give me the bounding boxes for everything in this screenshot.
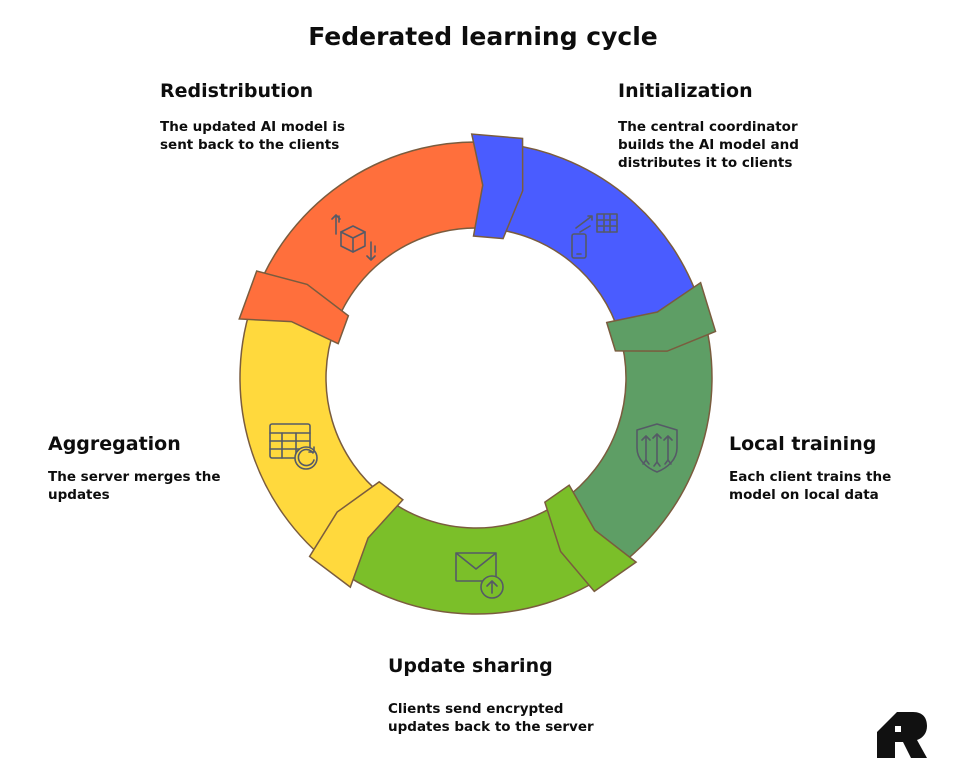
table-refresh-icon xyxy=(269,423,318,470)
connector-tab-local-training xyxy=(605,281,717,352)
brand-logo xyxy=(877,712,927,758)
step-description-initialization: The central coordinator builds the AI mo… xyxy=(618,119,799,171)
step-description-local-training: Each client trains the model on local da… xyxy=(729,469,892,503)
step-title-local-training: Local training xyxy=(729,433,877,455)
devices-sync-icon xyxy=(571,213,618,259)
envelope-upload-icon xyxy=(455,552,504,599)
diagram-title: Federated learning cycle xyxy=(308,22,658,51)
step-description-update-sharing: Clients send encrypted updates back to t… xyxy=(388,701,594,735)
step-description-aggregation: The server merges the updates xyxy=(48,469,221,503)
step-title-aggregation: Aggregation xyxy=(48,433,181,455)
step-title-initialization: Initialization xyxy=(618,80,753,102)
connector-tab-aggregation xyxy=(308,480,404,589)
shield-arrows-icon xyxy=(636,423,678,473)
step-title-update-sharing: Update sharing xyxy=(388,655,553,677)
connector-tab-redistribution xyxy=(238,270,350,345)
connector-tab-initialization xyxy=(470,133,524,240)
step-title-redistribution: Redistribution xyxy=(160,80,314,102)
box-arrows-icon xyxy=(331,214,376,261)
step-description-redistribution: The updated AI model is sent back to the… xyxy=(160,119,346,153)
connector-tab-update-sharing xyxy=(543,484,638,593)
